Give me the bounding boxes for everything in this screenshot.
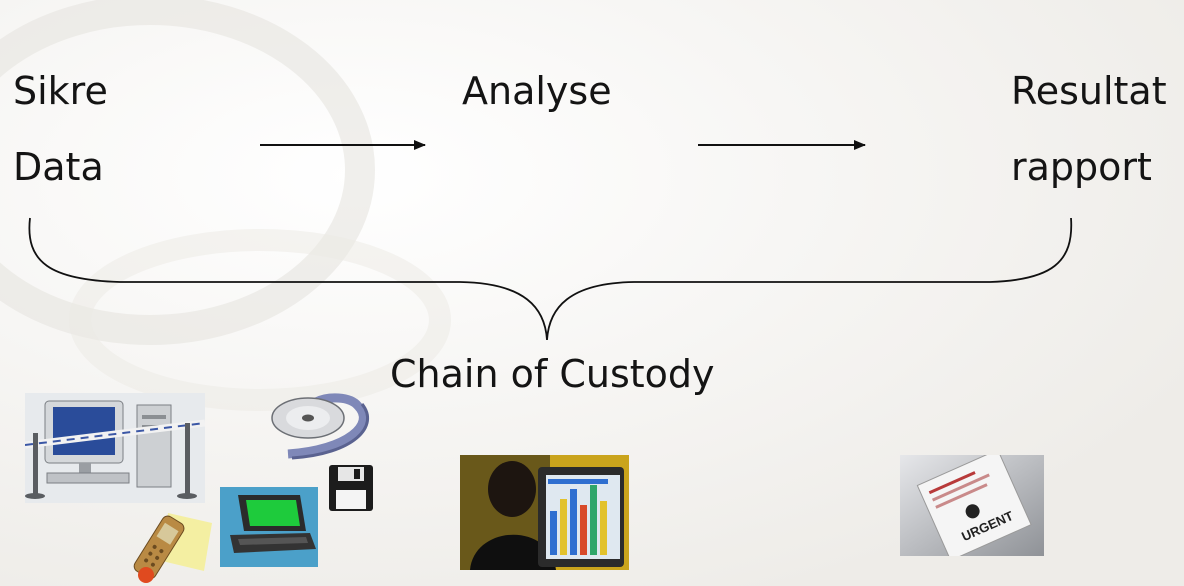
mobile-phone-icon: [128, 505, 213, 585]
laptop-icon: [220, 487, 318, 567]
step-sikre-label: Sikre: [13, 69, 108, 113]
urgent-document-photo: URGENT: [900, 455, 1044, 556]
cd-disc-icon: [258, 388, 378, 463]
analyst-at-monitor-photo: [460, 455, 629, 570]
brace-label: Chain of Custody: [390, 352, 715, 396]
step-analyse-label: Analyse: [462, 69, 612, 113]
chain-of-custody-brace: [28, 217, 1073, 341]
computer-crime-scene-icon: [25, 393, 205, 503]
step-data-label: Data: [13, 145, 104, 189]
step-resultat-label: Resultat: [1011, 69, 1167, 113]
floppy-disk-icon: [328, 464, 374, 512]
step-rapport-label: rapport: [1011, 145, 1152, 189]
